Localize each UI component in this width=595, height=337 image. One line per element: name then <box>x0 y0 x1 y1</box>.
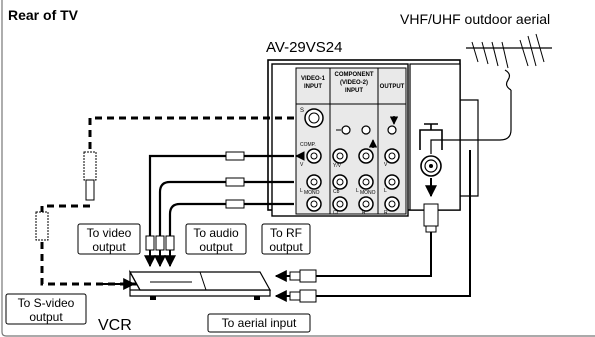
component-cr-jack <box>332 196 348 212</box>
callout-audio-output: To audio output <box>185 223 247 255</box>
output-r-label: R <box>384 210 388 216</box>
component-y-jack <box>332 148 348 164</box>
callout-svideo-line1: To S-video <box>18 296 75 310</box>
comp-label: COMP. <box>300 142 316 148</box>
s-video-plug-icon <box>35 151 97 241</box>
video1-v-jack <box>306 148 322 164</box>
tv-terminal-panel: VIDEO-1 INPUT COMPONENT (VIDEO-2) INPUT … <box>267 59 479 217</box>
component-l-jack <box>358 174 374 190</box>
callout-svideo-output: To S-video output <box>5 293 87 325</box>
callout-audio-line2: output <box>199 240 233 254</box>
callout-audio-line1: To audio <box>193 226 239 240</box>
aerial-label: VHF/UHF outdoor aerial <box>400 11 550 27</box>
component-y-label: Y/V <box>333 163 342 169</box>
video1-l-jack <box>306 174 322 190</box>
video1-sub: INPUT <box>304 84 322 90</box>
component-sub1: (VIDEO-2) <box>340 80 368 86</box>
component-r-label: R <box>362 210 366 216</box>
callout-aerial-text: To aerial input <box>222 316 297 330</box>
rear-of-tv-title: Rear of TV <box>8 7 79 23</box>
component-cb-label: Cb <box>333 189 340 195</box>
output-v-jack <box>384 148 400 164</box>
component-mono-label: MONO <box>360 190 376 196</box>
callout-rf-output: To RF output <box>261 223 311 255</box>
callout-svideo-line2: output <box>29 310 63 324</box>
vcr-icon <box>128 269 272 300</box>
rca-plugs-icon <box>144 235 176 268</box>
component-cb-jack <box>332 174 348 190</box>
callout-video-output: To video output <box>77 223 141 255</box>
output-l-label: L <box>384 188 387 194</box>
s-video-cable <box>88 116 294 150</box>
component-l-label: L <box>356 188 359 194</box>
s-video-jack <box>304 108 324 128</box>
s-jack-label: S <box>300 108 304 114</box>
tv-model-label: AV-29VS24 <box>266 39 342 56</box>
video1-v-label: V <box>300 162 304 168</box>
component-cr-label: Cr <box>333 210 339 216</box>
callout-aerial-input: To aerial input <box>207 313 311 333</box>
component-title: COMPONENT <box>335 72 374 78</box>
output-r-jack <box>384 196 400 212</box>
vcr-label: VCR <box>98 317 132 334</box>
component-r-jack <box>358 196 374 212</box>
video1-title: VIDEO-1 <box>301 76 326 82</box>
outdoor-aerial-icon <box>430 33 552 154</box>
output-title: OUTPUT <box>380 84 405 90</box>
video1-l-label: L <box>300 188 303 194</box>
output-v-label: V <box>384 162 388 168</box>
video1-mono-label: MONO <box>304 190 320 196</box>
callout-video-line2: output <box>92 240 126 254</box>
callout-video-line1: To video <box>87 226 132 240</box>
output-l-jack <box>384 174 400 190</box>
component-sub2: INPUT <box>345 88 363 94</box>
callout-rf-line1: To RF <box>270 226 302 240</box>
video1-r-jack <box>306 196 322 212</box>
callout-rf-line2: output <box>269 240 303 254</box>
rf-output-cable <box>316 150 471 297</box>
component-audio-jack <box>358 148 374 164</box>
